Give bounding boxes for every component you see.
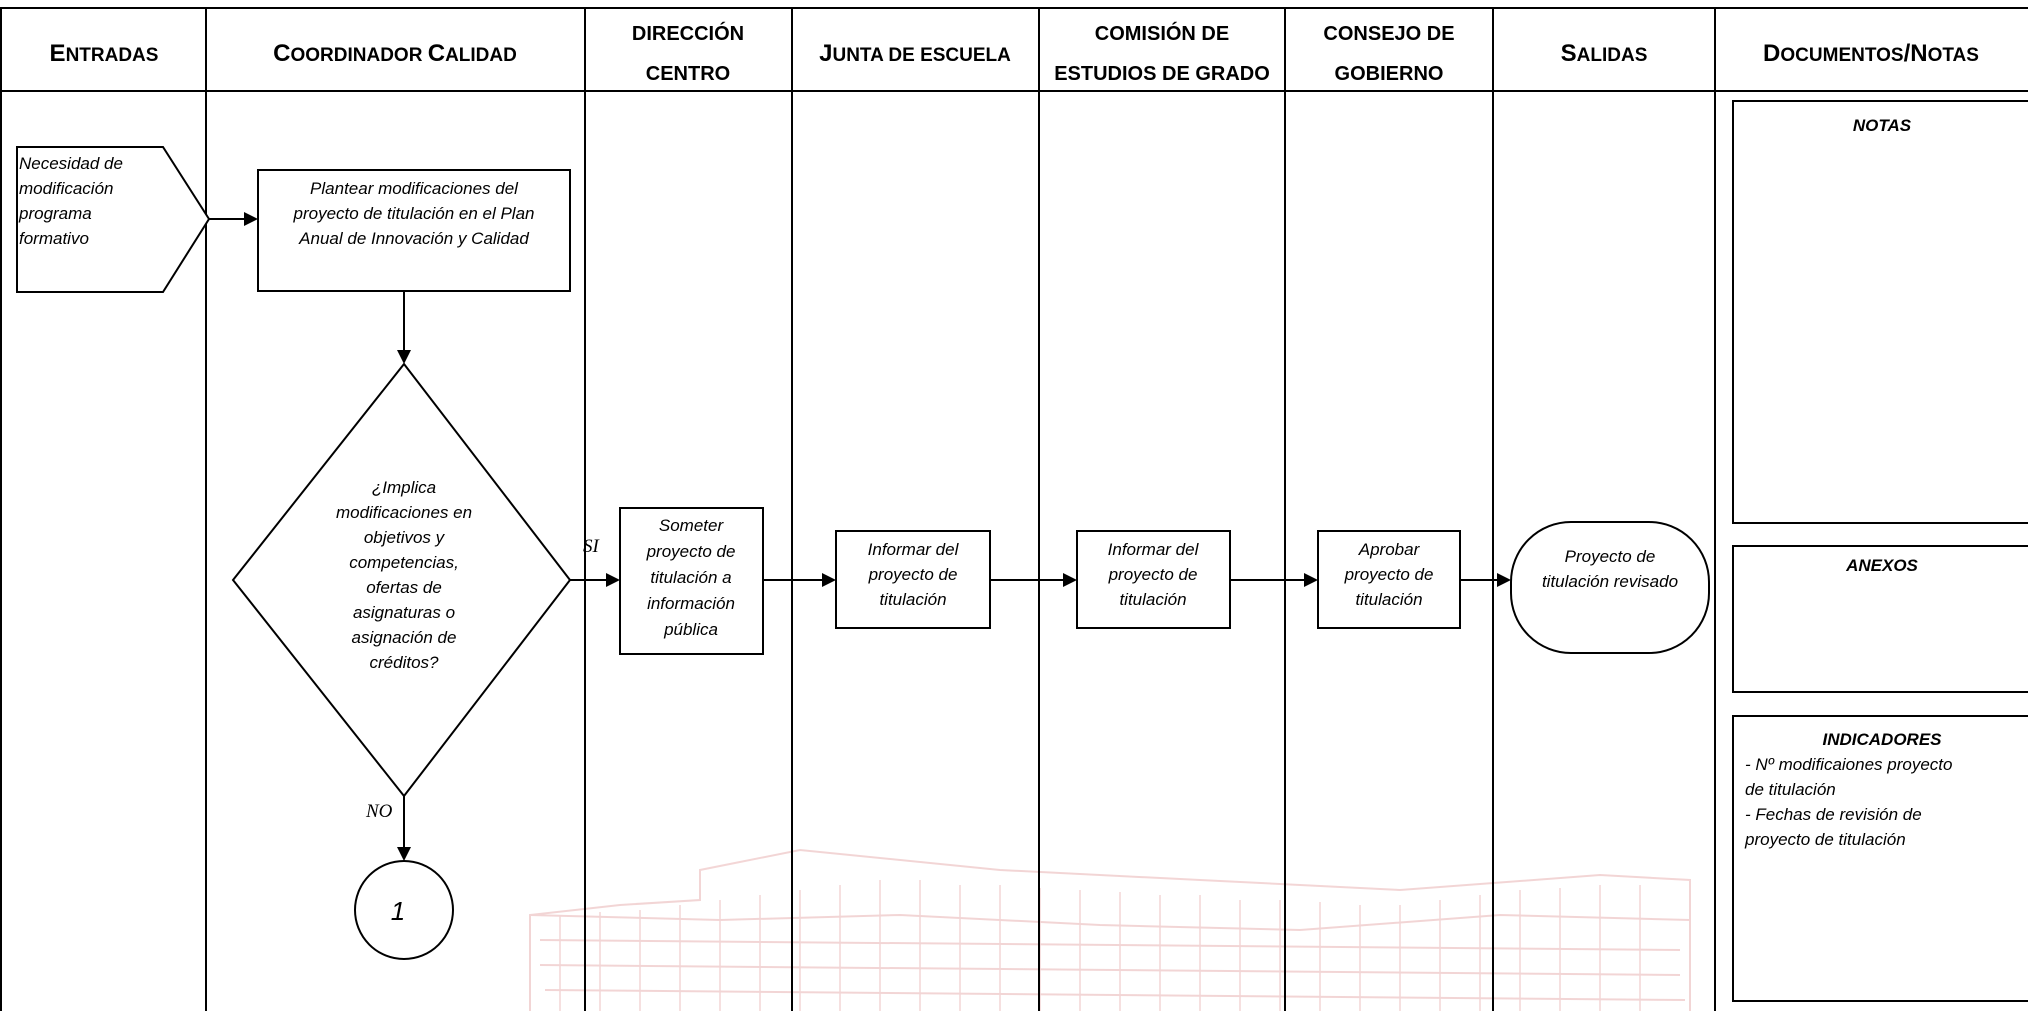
label-si: SI bbox=[583, 536, 601, 557]
decision-text-4: competencias, bbox=[349, 553, 459, 572]
informar-junta-text-3: titulación bbox=[879, 590, 946, 609]
indicators-title: INDICADORES bbox=[1822, 730, 1942, 749]
informar-junta-text-2: proyecto de bbox=[868, 565, 958, 584]
input-text-3: programa bbox=[18, 204, 92, 223]
decision-text-5: ofertas de bbox=[366, 578, 442, 597]
informar-junta-text-1: Informar del bbox=[868, 540, 960, 559]
header-entradas: ENTRADAS bbox=[50, 40, 159, 67]
header-direccion-centro-line2: CENTRO bbox=[646, 63, 730, 85]
label-no: NO bbox=[365, 801, 393, 822]
header-coordinador-calidad: COORDINADOR CALIDAD bbox=[273, 40, 517, 67]
plantear-text-1: Plantear modificaciones del bbox=[310, 179, 519, 198]
process-aprobar-box bbox=[1317, 530, 1461, 629]
informar-comision-text-2: proyecto de bbox=[1108, 565, 1198, 584]
someter-text-1: Someter bbox=[659, 516, 725, 535]
decision-text-3: objetivos y bbox=[364, 528, 446, 547]
aprobar-text-1: Aprobar bbox=[1358, 540, 1421, 559]
flow-connectors bbox=[209, 218, 1497, 848]
annex-box bbox=[1732, 545, 2028, 693]
someter-text-4: información bbox=[647, 594, 735, 613]
someter-text-5: pública bbox=[663, 620, 718, 639]
building-watermark bbox=[529, 848, 1691, 1011]
input-text-1: Necesidad de bbox=[19, 154, 123, 173]
header-consejo-line1: CONSEJO DE bbox=[1323, 23, 1454, 45]
process-someter-box bbox=[619, 507, 764, 655]
connector-label: 1 bbox=[391, 896, 405, 926]
plantear-text-3: Anual de Innovación y Calidad bbox=[298, 229, 529, 248]
someter-text-3: titulación a bbox=[650, 568, 731, 587]
arrowheads bbox=[244, 212, 1511, 861]
output-text-1: Proyecto de bbox=[1565, 547, 1656, 566]
swimlane-grid bbox=[0, 7, 2028, 1011]
header-comision-line2: ESTUDIOS DE GRADO bbox=[1054, 63, 1270, 85]
decision-text-2: modificaciones en bbox=[336, 503, 472, 522]
decision-text-7: asignación de bbox=[352, 628, 457, 647]
decision-text-6: asignaturas o bbox=[353, 603, 455, 622]
notes-box bbox=[1732, 100, 2028, 524]
header-salidas: SALIDAS bbox=[1561, 40, 1648, 67]
notes-title: NOTAS bbox=[1853, 116, 1912, 135]
aprobar-text-2: proyecto de bbox=[1344, 565, 1434, 584]
decision-text-1: ¿Implica bbox=[372, 478, 436, 497]
header-consejo-line2: GOBIERNO bbox=[1335, 63, 1444, 85]
header-junta-escuela: JUNTA DE ESCUELA bbox=[819, 40, 1011, 67]
indicators-line-4: proyecto de titulación bbox=[1744, 830, 1906, 849]
header-direccion-centro-line1: DIRECCIÓN bbox=[632, 21, 744, 45]
process-plantear-box bbox=[257, 169, 571, 292]
indicators-line-3: - Fechas de revisión de bbox=[1745, 805, 1922, 824]
header-row: ENTRADAS COORDINADOR CALIDAD DIRECCIÓN C… bbox=[50, 21, 1979, 85]
annex-title: ANEXOS bbox=[1845, 556, 1918, 575]
informar-comision-text-1: Informar del bbox=[1108, 540, 1200, 559]
output-terminal bbox=[1510, 521, 1710, 654]
aprobar-text-3: titulación bbox=[1355, 590, 1422, 609]
header-documentos-notas: DOCUMENTOS/NOTAS bbox=[1763, 40, 1979, 67]
someter-text-2: proyecto de bbox=[646, 542, 736, 561]
informar-comision-text-3: titulación bbox=[1119, 590, 1186, 609]
output-text-2: titulación revisado bbox=[1542, 572, 1678, 591]
input-shape bbox=[16, 146, 211, 293]
indicators-line-1: - Nº modificaiones proyecto bbox=[1745, 755, 1952, 774]
indicators-box bbox=[1732, 715, 2028, 1002]
indicators-line-2: de titulación bbox=[1745, 780, 1836, 799]
plantear-text-2: proyecto de titulación en el Plan bbox=[293, 204, 535, 223]
process-informar-comision-box bbox=[1076, 530, 1231, 629]
input-text-2: modificación bbox=[19, 179, 114, 198]
process-informar-junta-box bbox=[835, 530, 991, 629]
decision-text-8: créditos? bbox=[370, 653, 440, 672]
header-comision-line1: COMISIÓN DE bbox=[1095, 21, 1229, 45]
input-text-4: formativo bbox=[19, 229, 89, 248]
